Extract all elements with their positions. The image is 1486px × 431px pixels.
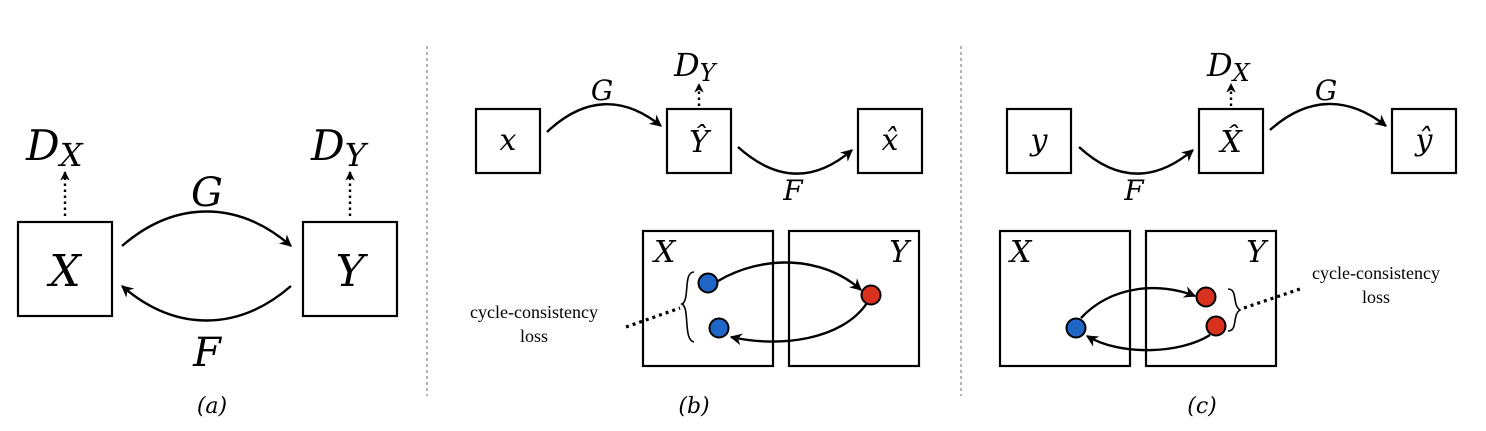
panel-c-brace [1227,288,1242,332]
panel-a-label-g: G [191,170,223,216]
panel-c-label-input: y [1029,123,1049,158]
panel-b-loss-line [625,306,681,329]
panel-b-domain-x [641,229,775,368]
panel-a-box-x [16,220,114,318]
panel-c-domain-y [1144,229,1278,368]
panel-c-box-input [1005,107,1073,175]
panel-c-loss-text-1: cycle-consistency [1312,263,1440,283]
panel-b-arrow-f [737,146,853,175]
panel-b-cycle-back [729,302,868,346]
panel-b-dot-y [860,284,882,306]
panel-b-label-output: x̂ [882,123,899,158]
panel-c-dot-y-reconstructed [1205,315,1227,337]
panel-c-domain-x-label: X [1008,235,1033,270]
panel-a-arrow-f [121,285,292,322]
panel-b-label-g: G [591,74,613,107]
panel-b-box-mid [665,107,733,175]
panel-c-label-output: ŷ [1414,123,1434,158]
panel-b-loss-text-1: cycle-consistency [470,302,598,322]
panel-b-domain-y [787,229,921,368]
panel-b-box-output [856,107,924,175]
panel-b-domain-x-label: X [652,235,677,270]
panel-b-label-f: F [782,174,804,207]
panel-c-label-g: G [1315,74,1337,107]
panel-b-dot-x [697,272,719,294]
panel-c-arrow-g [1269,102,1387,131]
panel-c-caption: (c) [1187,394,1217,419]
panel-c-domain-x [998,229,1132,368]
panel-b-label-input: x [500,123,517,158]
panel-a-disc-x: DX [25,121,84,174]
panel-c-disc: DX [1206,46,1251,87]
panel-b-domain-y-label: Y [889,235,912,270]
panel-c-dot-x [1065,317,1087,339]
panel-b-disc: DY [673,46,718,87]
panel-a: X Y DX DY G F (a) [16,121,399,419]
panel-b-arrow-g [546,103,662,133]
panel-a-box-y [301,220,399,318]
panel-b: x Ŷ x̂ DY G F X Y cycle-consistency loss… [470,46,924,419]
panel-c-cycle-forward [1080,286,1197,319]
panel-c: y X̂ ŷ DX F G X Y cycle-consistency loss… [998,46,1458,419]
panel-a-label-x: X [46,246,82,297]
panel-a-label-f: F [192,330,222,376]
panel-c-box-output [1390,107,1458,175]
panel-c-arrow-f [1078,146,1194,175]
panel-a-caption: (a) [197,394,227,419]
panel-c-loss-line [1243,287,1301,310]
panel-c-cycle-back [1085,333,1211,352]
panel-b-brace [680,271,695,343]
panel-b-dot-x-reconstructed [708,317,730,339]
panel-c-domain-y-label: Y [1246,235,1269,270]
panel-b-box-input [474,107,542,175]
panel-c-label-f: F [1123,174,1145,207]
panel-c-label-mid: X̂ [1218,125,1243,160]
panel-a-disc-y: DY [310,121,369,174]
panel-c-box-mid [1197,107,1265,175]
panel-a-arrow-g [121,210,292,247]
panel-b-loss-text-2: loss [520,326,548,346]
panel-b-caption: (b) [678,394,709,419]
panel-a-label-y: Y [335,246,368,297]
panel-b-cycle-forward [717,261,862,291]
panel-c-loss-text-2: loss [1362,287,1390,307]
panel-b-label-mid: Ŷ [689,124,712,160]
panel-c-dot-y [1195,286,1217,308]
